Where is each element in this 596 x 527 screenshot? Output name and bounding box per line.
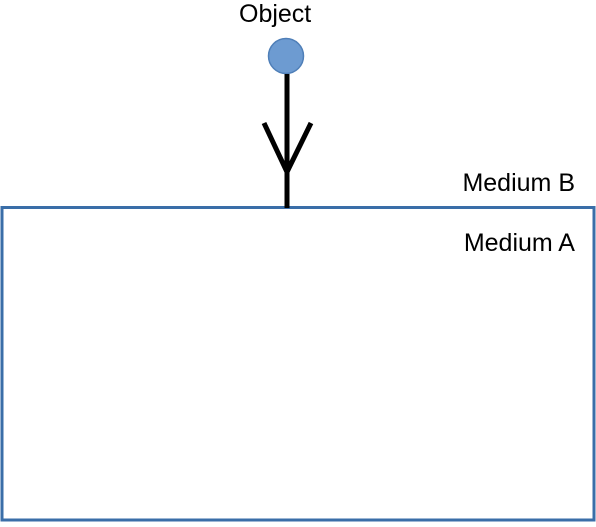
medium-a-region: [0, 206, 596, 522]
medium-a-label: Medium A: [463, 229, 575, 257]
object-circle: [267, 37, 305, 75]
object-label: Object: [239, 0, 312, 28]
ray-arrowhead: [261, 121, 314, 178]
medium-b-label: Medium B: [462, 169, 575, 197]
